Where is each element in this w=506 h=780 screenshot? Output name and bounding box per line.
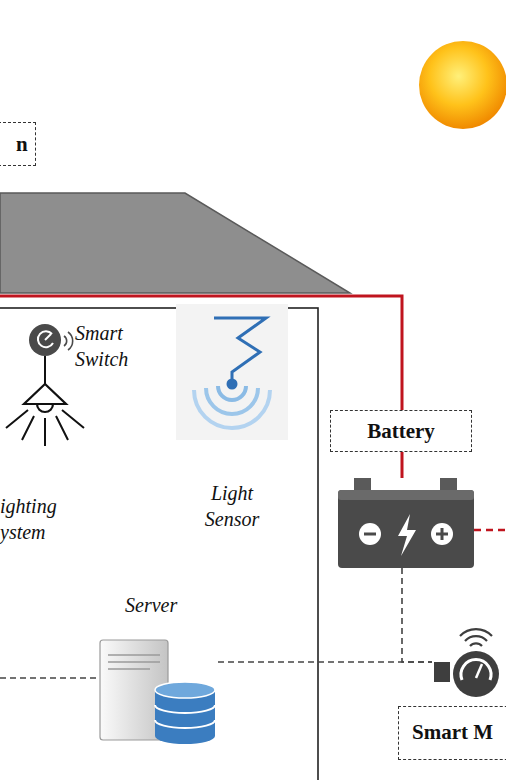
- wifi-arcs: [64, 332, 73, 350]
- battery-minus: [359, 523, 381, 545]
- device-name: Server: [125, 592, 177, 618]
- battery-minus: [364, 533, 376, 536]
- battery-bolt: [398, 514, 416, 556]
- battery-terminal: [440, 478, 457, 491]
- house-roof: [0, 193, 350, 293]
- meter-scale: [461, 660, 491, 680]
- lamp-bulb: [37, 404, 53, 412]
- title-box: n: [0, 122, 36, 166]
- sensor-wave: [194, 390, 270, 428]
- battery-plus: [431, 523, 453, 545]
- lamp-cord: [44, 356, 46, 384]
- battery-body: [338, 490, 474, 568]
- sensor-wave: [218, 386, 246, 400]
- data-link: [218, 661, 432, 663]
- meter-dial: [453, 651, 499, 697]
- battery-plus: [436, 528, 448, 540]
- sensor-probe: [214, 318, 266, 380]
- battery-terminal: [354, 478, 371, 491]
- server-node: Server: [98, 632, 218, 742]
- sun: [419, 41, 506, 129]
- component-label: Smart M: [412, 719, 493, 745]
- light-rays: [6, 410, 84, 446]
- database-top: [155, 682, 215, 698]
- component-label: Battery: [330, 418, 472, 444]
- sensor-tip: [227, 379, 238, 390]
- title-text: n: [16, 131, 28, 157]
- lamp-shade: [24, 384, 66, 404]
- device-label: Smart Switch: [28, 318, 153, 380]
- power-wire-dashed: [474, 529, 506, 532]
- device-name: Smart Switch: [75, 320, 155, 372]
- data-link: [402, 568, 432, 662]
- device-label: Light Sensor: [178, 300, 293, 528]
- switch-icon: [29, 324, 61, 356]
- device-name: ighting ystem: [0, 493, 72, 545]
- server-slots: [108, 655, 160, 669]
- sensor-wave: [206, 388, 258, 414]
- meter-plug: [434, 662, 450, 682]
- data-link: [0, 677, 98, 679]
- switch-glyph: [38, 331, 53, 347]
- device-label: ighting ystem: [0, 383, 80, 548]
- meter-needle: [476, 664, 482, 678]
- switch-glyph: [45, 334, 51, 340]
- battery-node: Battery: [338, 478, 474, 568]
- database-rings: [155, 705, 215, 728]
- meter-node: Smart M: [432, 638, 506, 702]
- device-name: Light Sensor: [187, 480, 277, 532]
- battery-top: [338, 490, 474, 500]
- sensor-background: [176, 304, 288, 440]
- wifi-arcs: [460, 629, 492, 646]
